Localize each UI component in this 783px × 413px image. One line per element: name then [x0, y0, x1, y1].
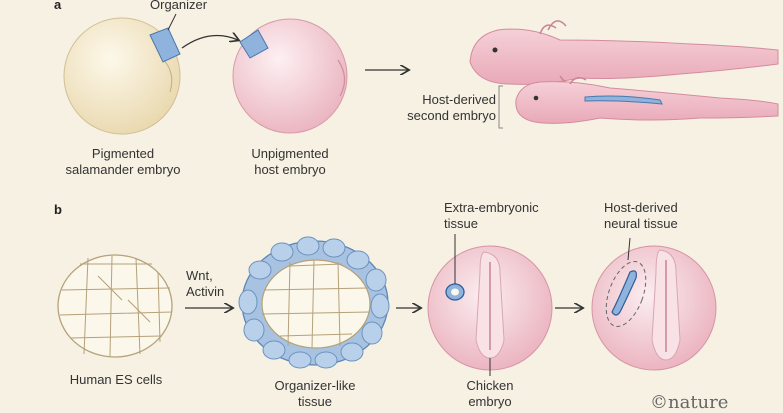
- pigmented-label-line2: salamander embryo: [65, 162, 181, 177]
- unpigmented-label-line2: host embryo: [254, 162, 326, 177]
- unpigmented-embryo-label: Unpigmented host embryo: [238, 146, 342, 178]
- extra-embryonic-label-line1: Extra-embryonic: [444, 200, 539, 215]
- extra-embryonic-label: Extra-embryonic tissue: [444, 200, 539, 232]
- organizer-like-label-line2: tissue: [298, 394, 332, 409]
- second-neural-tube: [584, 95, 663, 105]
- panel-b-letter: b: [54, 202, 62, 217]
- organizer-like-label: Organizer-like tissue: [262, 378, 368, 410]
- treatment-label: Wnt, Activin: [186, 268, 224, 300]
- second-embryo-label-line2: second embryo: [407, 108, 496, 123]
- treatment-label-line2: Activin: [186, 284, 225, 299]
- neural-tissue-outline: [605, 261, 647, 327]
- nature-logo: ©nature: [650, 392, 729, 413]
- neural-label-line2: neural tissue: [604, 216, 678, 231]
- transplanted-organizer: [239, 29, 269, 59]
- organizer-label: Organizer: [150, 0, 208, 12]
- pigmented-embryo-label: Pigmented salamander embryo: [60, 146, 186, 178]
- chicken-embryo-culture: [427, 245, 553, 371]
- neural-tissue-pointer: [627, 237, 631, 261]
- organizer-region: [149, 27, 181, 63]
- unpigmented-label-line1: Unpigmented: [251, 146, 329, 161]
- host-tadpole: [469, 20, 779, 88]
- chicken-label-line1: Chicken: [466, 378, 514, 393]
- human-es-cells: [57, 254, 173, 358]
- neural-label-line1: Host-derived: [604, 200, 678, 215]
- grafted-organizer-tissue: [445, 283, 465, 301]
- treatment-label-line1: Wnt,: [186, 268, 213, 283]
- chicken-embryo-result: [591, 245, 717, 371]
- chicken-embryo-label: Chicken embryo: [458, 378, 522, 410]
- organizer-like-label-line1: Organizer-like: [274, 378, 356, 393]
- transplant-arrow: [181, 36, 238, 49]
- second-embryo-label: Host-derived second embryo: [392, 92, 496, 124]
- second-embryo-label-line1: Host-derived: [422, 92, 496, 107]
- panel-a-letter: a: [54, 0, 62, 12]
- organizer-like-tissue: [238, 236, 390, 369]
- es-cells-label: Human ES cells: [69, 372, 163, 387]
- extra-embryonic-label-line2: tissue: [444, 216, 478, 231]
- chicken-label-line2: embryo: [468, 394, 512, 409]
- neural-tissue-label: Host-derived neural tissue: [604, 200, 678, 232]
- organizer-pointer: [167, 13, 177, 31]
- second-embryo-bracket: [498, 85, 503, 129]
- host-neural-tissue: [611, 270, 637, 316]
- pigmented-label-line1: Pigmented: [91, 146, 155, 161]
